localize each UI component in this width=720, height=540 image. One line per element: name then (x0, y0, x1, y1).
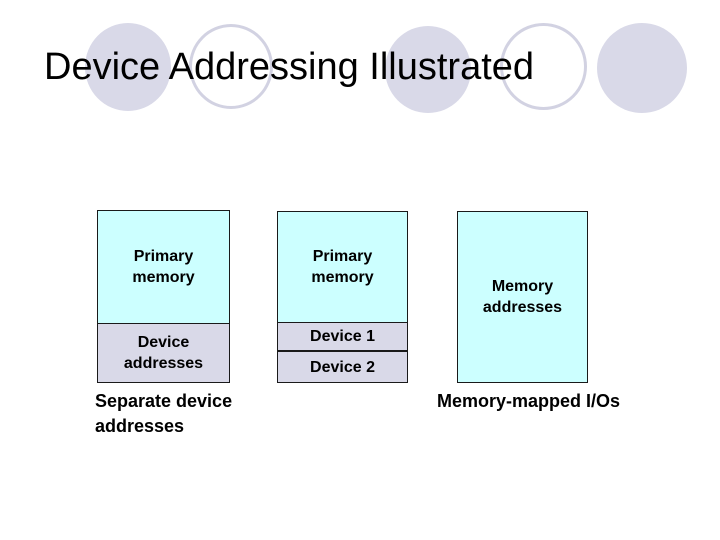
device-1-label: Device 1 (310, 328, 375, 345)
decorative-circle-filled-3 (597, 23, 687, 113)
separate-addresses-caption: Separate device addresses (95, 391, 233, 436)
device-addresses-section: Device addresses (98, 323, 229, 382)
primary-memory-section-middle: Primary memory (278, 212, 407, 322)
device-addresses-label: Device addresses (123, 334, 204, 372)
device-1-cell: Device 1 (278, 322, 407, 350)
decorative-circle-outlined-1 (189, 24, 273, 109)
separate-addressing-box: Primary memory Device addresses (97, 210, 230, 383)
primary-memory-section-left: Primary memory (98, 211, 229, 323)
memory-addresses-label: Memory addresses (482, 278, 563, 316)
device-2-cell: Device 2 (278, 350, 407, 382)
decorative-circle-filled-1 (85, 23, 171, 111)
decorative-circle-outlined-2 (500, 23, 587, 110)
memory-mapped-caption: Memory-mapped I/Os (437, 391, 621, 411)
primary-memory-label-middle: Primary memory (311, 248, 374, 286)
memory-addresses-box: Memory addresses (457, 211, 588, 383)
decorative-circle-filled-2 (385, 26, 471, 113)
memory-mapped-box: Primary memory Device 1 Device 2 (277, 211, 408, 383)
slide-title: Device Addressing Illustrated (44, 46, 535, 88)
device-2-label: Device 2 (310, 358, 375, 376)
primary-memory-label-left: Primary memory (132, 248, 195, 286)
